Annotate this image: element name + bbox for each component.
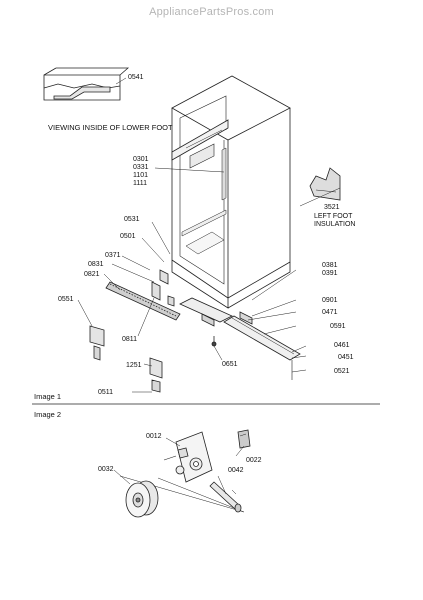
part-0541: 0541 — [128, 74, 144, 81]
part-0022: 0022 — [246, 457, 262, 464]
part-0471: 0471 — [322, 309, 338, 316]
part-0042: 0042 — [228, 467, 244, 474]
view-note: VIEWING INSIDE OF LOWER FOOT — [48, 123, 173, 132]
part-0901: 0901 — [322, 297, 338, 304]
image1-caption: Image 1 — [34, 392, 62, 401]
insulation-note: LEFT FOOT INSULATION — [314, 213, 356, 228]
part-0032: 0032 — [98, 466, 114, 473]
inset-detail-0541 — [43, 67, 130, 101]
part-0591: 0591 — [330, 323, 346, 330]
part-0012: 0012 — [146, 433, 162, 440]
roller-assembly — [113, 429, 251, 518]
cabinet — [171, 75, 291, 309]
part-0521: 0521 — [334, 368, 350, 375]
part-0371: 0371 — [105, 252, 121, 259]
part-3521: 3521 — [324, 204, 340, 211]
image2-caption: Image 2 — [34, 410, 62, 419]
part-0531: 0531 — [124, 216, 140, 223]
part-0451: 0451 — [338, 354, 354, 361]
part-0551: 0551 — [58, 296, 74, 303]
part-0501: 0501 — [120, 233, 136, 240]
leader-lines — [77, 77, 341, 393]
front-leveler-brackets — [89, 325, 217, 393]
part-0461: 0461 — [334, 342, 350, 349]
part-0651: 0651 — [222, 361, 238, 368]
left-foot-insulation — [309, 167, 341, 201]
part-0831: 0831 — [88, 261, 104, 268]
watermark: AppliancePartsPros.com — [149, 6, 274, 18]
part-0511: 0511 — [98, 389, 114, 396]
base-assembly — [105, 269, 233, 327]
part-group-right: 0381 0391 — [322, 262, 338, 277]
part-0821: 0821 — [84, 271, 100, 278]
part-group-side: 0301 0331 1101 1111 — [133, 156, 149, 187]
part-0811: 0811 — [122, 336, 138, 343]
part-1251: 1251 — [126, 362, 142, 369]
right-foot-assembly — [223, 311, 301, 380]
